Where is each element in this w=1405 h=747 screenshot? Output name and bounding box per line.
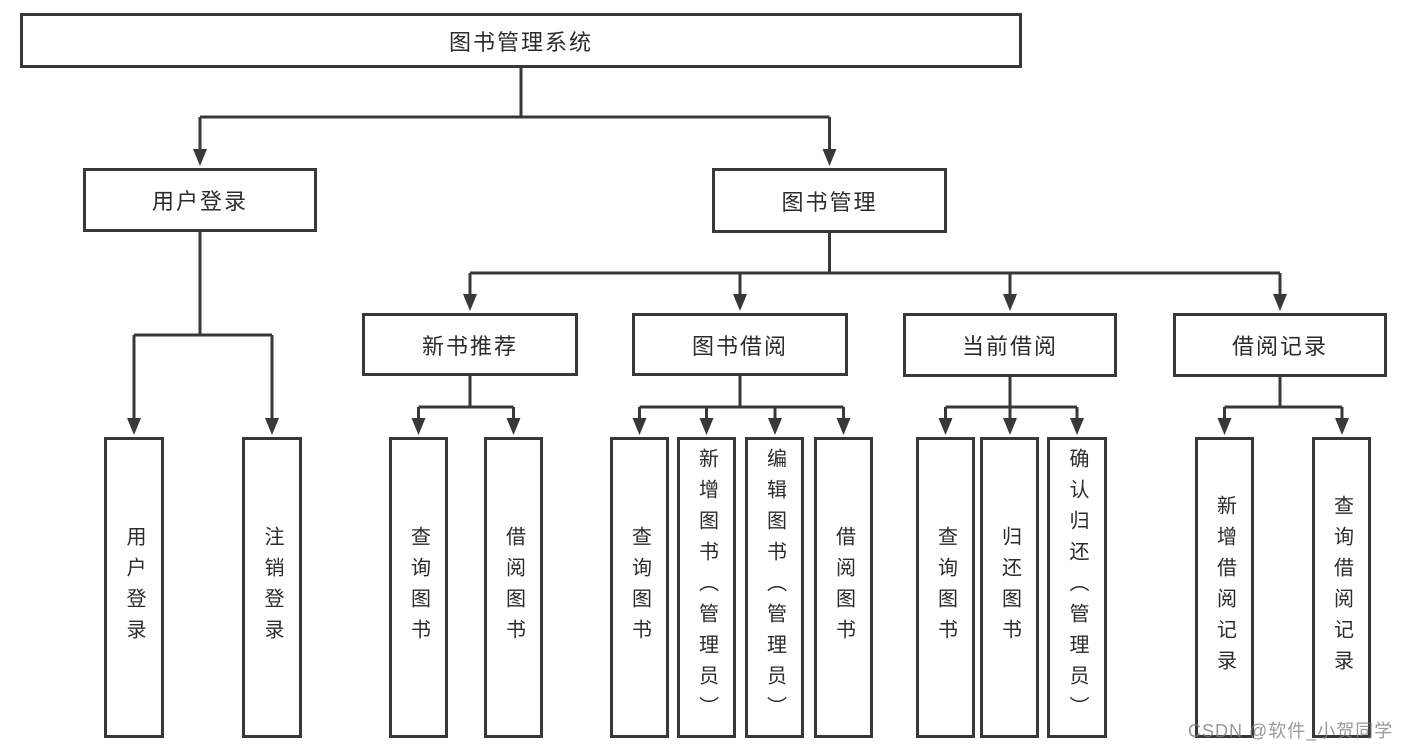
node-current-borrowing: 当前借阅 bbox=[903, 313, 1117, 377]
leaf-confirm-return-admin: 确认归还（管理员） bbox=[1047, 437, 1107, 738]
leaf-logout: 注销登录 bbox=[242, 437, 302, 738]
node-book-management: 图书管理 bbox=[712, 168, 947, 233]
leaf-query-borrow-record: 查询借阅记录 bbox=[1312, 437, 1371, 738]
leaf-query-books-recommend: 查询图书 bbox=[389, 437, 448, 738]
leaf-user-login: 用户登录 bbox=[104, 437, 164, 738]
node-new-book-recommendation: 新书推荐 bbox=[362, 313, 578, 376]
leaf-borrow-books-recommend: 借阅图书 bbox=[484, 437, 543, 738]
leaf-add-borrow-record: 新增借阅记录 bbox=[1195, 437, 1254, 738]
leaf-borrow-books: 借阅图书 bbox=[814, 437, 873, 738]
node-user-login: 用户登录 bbox=[83, 168, 317, 232]
leaf-query-books-current: 查询图书 bbox=[916, 437, 975, 738]
node-book-borrowing: 图书借阅 bbox=[632, 313, 848, 376]
connector-edges bbox=[132, 68, 1344, 424]
leaf-query-books-borrow: 查询图书 bbox=[610, 437, 669, 738]
leaf-edit-books-admin: 编辑图书（管理员） bbox=[745, 437, 804, 738]
leaf-add-books-admin: 新增图书（管理员） bbox=[677, 437, 736, 738]
node-library-management-system: 图书管理系统 bbox=[20, 13, 1022, 68]
leaf-return-books: 归还图书 bbox=[980, 437, 1039, 738]
node-borrowing-records: 借阅记录 bbox=[1173, 313, 1387, 377]
